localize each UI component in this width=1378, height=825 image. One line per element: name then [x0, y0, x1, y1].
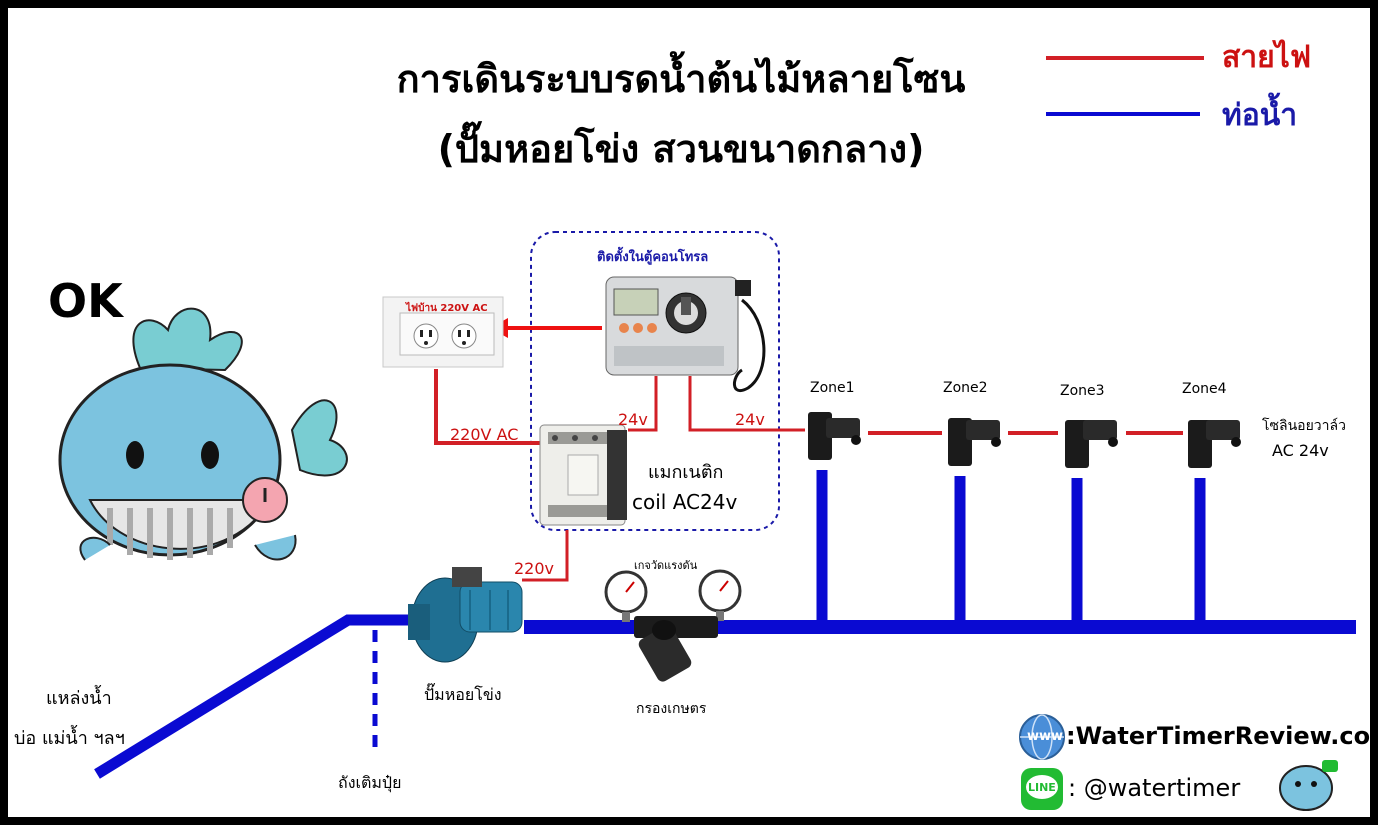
pressure-gauge-2: [698, 569, 742, 621]
wire-ctrl-to-contactor: [628, 376, 658, 432]
legend-wire-label: สายไฟ: [1222, 40, 1312, 75]
electrical-wires: [434, 369, 1183, 582]
solenoid-valve-1: [808, 412, 861, 460]
contactor-coil: coil AC24v: [632, 490, 738, 514]
www-icon-text: www: [1027, 729, 1064, 744]
ctrl-to-contactor-label: 24v: [618, 410, 648, 429]
disc-filter: [634, 616, 718, 682]
centrifugal-pump: [408, 567, 523, 663]
ctrl-to-valves-label: 24v: [735, 410, 765, 429]
contactor-to-pump-label: 220v: [514, 559, 555, 578]
website-text: :WaterTimerReview.com: [1066, 722, 1378, 750]
outlet-label: ไฟบ้าน 220V AC: [406, 303, 488, 314]
wire-ctrl-to-valves: [688, 376, 805, 432]
valve-label-line2: AC 24v: [1272, 441, 1329, 460]
zone-label-3: Zone3: [1060, 383, 1105, 399]
contactor-name: แมกเนติก: [648, 462, 724, 483]
pump-label: ปั๊มหอยโข่ง: [424, 685, 502, 704]
zone-label-2: Zone2: [943, 380, 988, 396]
solenoid-valve-3: [1065, 420, 1118, 468]
irrigation-controller: [605, 276, 766, 392]
pressure-gauge-1: [604, 570, 648, 622]
mains-wire-label: 220V AC: [450, 425, 519, 444]
line-icon-text: LINE: [1028, 781, 1056, 794]
wire-contactor-to-pump: [522, 530, 569, 582]
source-label-line1: แหล่งน้ำ: [46, 688, 112, 709]
www-globe-icon: [1019, 714, 1065, 760]
mascot-ok-text: OK: [48, 274, 123, 328]
whale-logo-small: [1279, 760, 1338, 811]
gauge-label: เกจวัดแรงดัน: [634, 559, 698, 572]
fertilizer-tank-label: ถังเติมปุ๋ย: [338, 773, 402, 792]
zone-label-4: Zone4: [1182, 381, 1227, 397]
line-id-text: : @watertimer: [1068, 774, 1241, 802]
legend-pipe-label: ท่อน้ำ: [1222, 98, 1298, 133]
zone-label-1: Zone1: [810, 380, 855, 396]
solenoid-valve-2: [948, 418, 1001, 466]
whale-mascot: [58, 307, 348, 561]
suction-pipe: [94, 614, 416, 779]
wall-outlet: [382, 296, 504, 368]
cabinet-label: ติดตั้งในตู้คอนโทรล: [597, 250, 709, 265]
source-label-line2: บ่อ แม่น้ำ ฯลฯ: [14, 728, 125, 749]
filter-label: กรองเกษตร: [636, 701, 707, 717]
title-line-2: (ปั๊มหอยโข่ง สวนขนาดกลาง): [437, 127, 925, 171]
valve-label-line1: โซลินอยวาล์ว: [1262, 418, 1346, 434]
cabinet-boundary: [530, 231, 780, 531]
solenoid-valve-4: [1188, 420, 1241, 468]
title-line-1: การเดินระบบรดน้ำต้นไม้หลายโซน: [396, 57, 966, 101]
line-app-icon: [1021, 768, 1063, 810]
mains-wire: [434, 369, 540, 445]
magnetic-contactor: [539, 424, 627, 526]
water-pipes: [94, 470, 1356, 779]
